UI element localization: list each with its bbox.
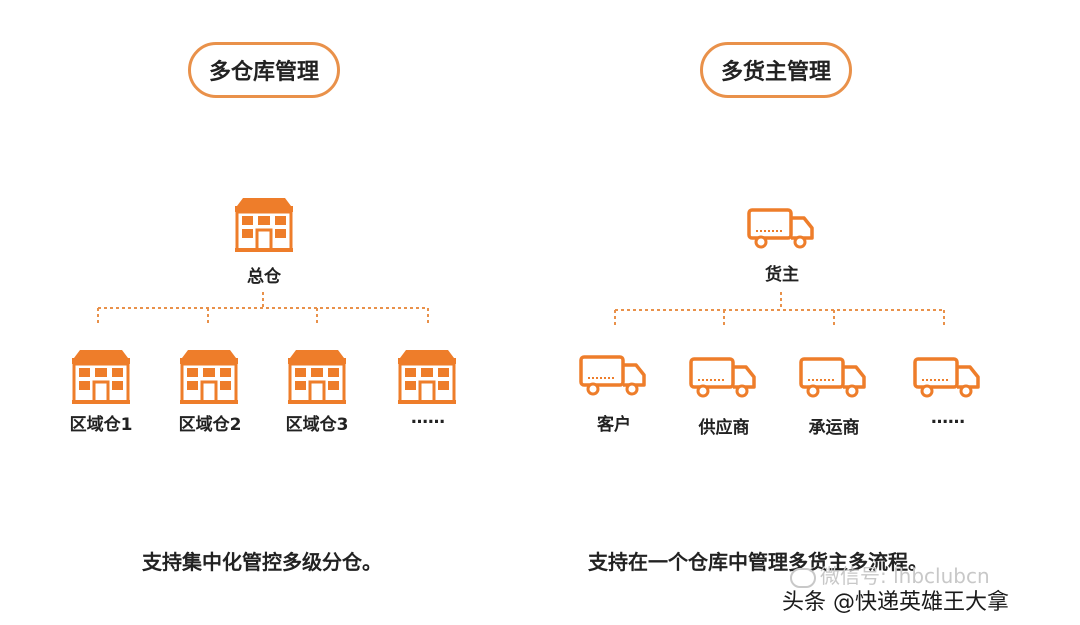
truck-icon bbox=[578, 354, 648, 402]
truck-icon bbox=[912, 356, 982, 404]
child-label: 供应商 bbox=[698, 418, 750, 438]
warehouse-icon bbox=[178, 348, 240, 408]
caption-left: 支持集中化管控多级分仓。 bbox=[142, 550, 382, 574]
wechat-icon bbox=[790, 567, 816, 588]
warehouse-icon bbox=[286, 348, 348, 408]
warehouse-icon bbox=[233, 196, 295, 256]
title-multi-owner: 多货主管理 bbox=[700, 42, 852, 98]
watermark-wechat-text: 微信号: lhbclubcn bbox=[820, 564, 990, 588]
truck-icon bbox=[798, 356, 868, 404]
root-label-headquarters: 总仓 bbox=[247, 267, 281, 287]
child-label: 客户 bbox=[597, 415, 631, 435]
watermark-wechat: 微信号: lhbclubcn bbox=[790, 560, 990, 589]
child-label: …… bbox=[931, 408, 965, 428]
child-label: 区域仓2 bbox=[178, 415, 242, 435]
child-label: …… bbox=[411, 408, 445, 428]
warehouse-icon bbox=[70, 348, 132, 408]
truck-icon bbox=[746, 207, 816, 255]
warehouse-icon bbox=[396, 348, 458, 408]
watermark-toutiao: 头条 @快递英雄王大拿 bbox=[782, 590, 1009, 615]
caption-right: 支持在一个仓库中管理多货主多流程。 bbox=[588, 550, 928, 574]
root-label-owner: 货主 bbox=[765, 265, 799, 285]
truck-icon bbox=[688, 356, 758, 404]
child-label: 承运商 bbox=[808, 418, 860, 438]
child-label: 区域仓1 bbox=[69, 415, 133, 435]
child-label: 区域仓3 bbox=[285, 415, 349, 435]
title-multi-warehouse: 多仓库管理 bbox=[188, 42, 340, 98]
